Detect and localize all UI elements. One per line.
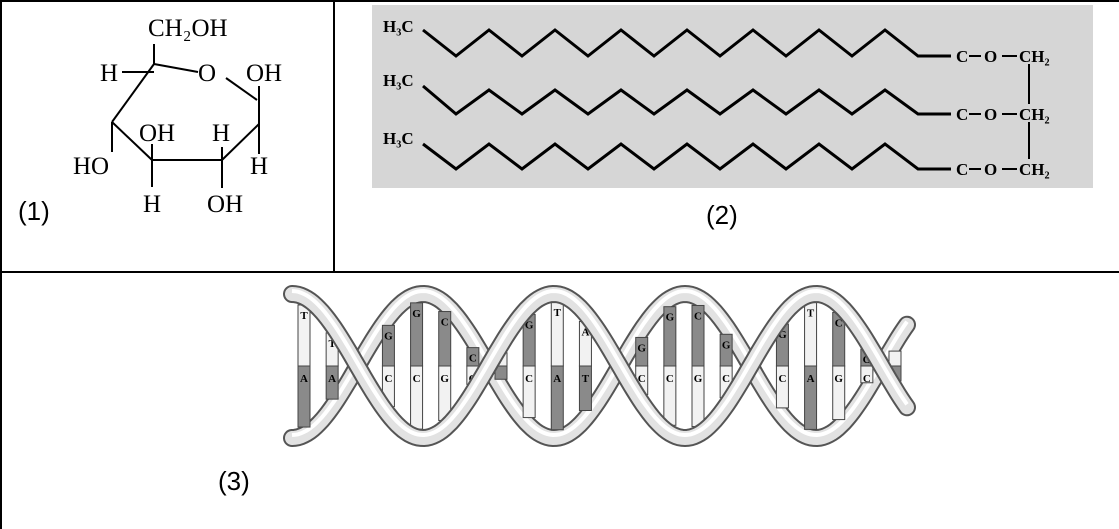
base-bottom-18	[775, 365, 789, 409]
base-label-bottom-2: A	[328, 373, 336, 385]
base-label-top-4: G	[384, 330, 393, 342]
base-bottom-21	[860, 365, 874, 384]
base-label-bottom-4: C	[384, 373, 392, 385]
dna-strand-back-highlight	[291, 288, 909, 438]
base-label-bottom-6: G	[440, 373, 449, 385]
base-label-top-1: T	[300, 310, 308, 322]
base-label-bottom-15: G	[694, 373, 703, 385]
base-label-top-7: C	[469, 353, 477, 365]
panel-triglyceride: H₃C C O CH₂ H₃C C O CH₂ H₃C C O CH₂ (2)	[335, 2, 1119, 271]
atom-oh-mid: OH	[139, 120, 175, 147]
base-label-bottom-20: G	[834, 373, 843, 385]
atom-ring-o: O	[198, 60, 216, 87]
base-label-top-16: G	[722, 339, 731, 351]
base-bottom-19	[804, 365, 818, 430]
triglyceride-background	[372, 5, 1093, 188]
panel-glucose: CH₂OH H O OH OH H HO H H OH (1)	[2, 2, 333, 271]
fatty-acid-chain-2	[422, 84, 951, 116]
atom-h-mid: H	[212, 120, 230, 147]
base-label-top-19: T	[807, 308, 815, 320]
base-bottom-20	[832, 365, 846, 421]
base-label-bottom-5: C	[413, 373, 421, 385]
chain2-start: H₃C	[383, 71, 414, 90]
fatty-acid-chain-1	[422, 28, 951, 58]
table-border-top	[0, 0, 1119, 2]
chain1-start: H₃C	[383, 17, 414, 36]
atom-h-bottom: H	[143, 191, 161, 218]
base-label-top-15: C	[694, 310, 702, 322]
base-label-top-13: G	[637, 342, 646, 354]
atom-oh-top-right: OH	[246, 60, 282, 87]
chain2-ester-o: O	[984, 105, 997, 124]
base-label-top-2: T	[328, 338, 336, 350]
atom-h-top-left: H	[100, 60, 118, 87]
table-column-divider	[333, 0, 335, 272]
base-bottom-2	[325, 365, 339, 400]
atom-ch2oh: CH₂OH	[148, 15, 228, 42]
base-bottom-1	[297, 365, 311, 428]
base-label-bottom-13: C	[638, 373, 646, 385]
base-label-top-9: G	[525, 319, 534, 331]
base-label-bottom-19: A	[807, 373, 815, 385]
fatty-acid-chain-3	[422, 142, 951, 171]
base-label-bottom-1: A	[300, 373, 308, 385]
base-bottom-9	[522, 365, 536, 419]
chain3-ester-c: C	[956, 160, 968, 179]
base-label-top-20: C	[835, 317, 843, 329]
base-label-bottom-18: C	[778, 373, 786, 385]
triglyceride-structure: H₃C C O CH₂ H₃C C O CH₂ H₃C C O CH₂	[383, 17, 1050, 179]
base-top-22	[888, 350, 902, 367]
base-label-top-5: G	[412, 308, 421, 320]
panel-label-1: (1)	[18, 196, 50, 226]
base-label-bottom-21: C	[863, 373, 871, 385]
base-label-bottom-9: C	[525, 373, 533, 385]
chain3-ester-o: O	[984, 160, 997, 179]
base-label-bottom-14: C	[666, 373, 674, 385]
atom-h-right: H	[250, 153, 268, 180]
atom-ho-left: HO	[73, 153, 109, 180]
chain2-end: CH₂	[1019, 105, 1050, 124]
chain2-ester-c: C	[956, 105, 968, 124]
base-bottom-10	[550, 365, 564, 431]
table-border-left	[0, 0, 2, 529]
base-label-top-6: C	[441, 317, 449, 329]
chain1-end: CH₂	[1019, 47, 1050, 66]
base-label-bottom-16: C	[722, 373, 730, 385]
base-label-bottom-10: A	[553, 373, 561, 385]
glucose-structure: CH₂OH H O OH OH H HO H H OH	[73, 15, 282, 218]
base-label-top-10: T	[554, 307, 562, 319]
panel-label-2: (2)	[706, 200, 738, 230]
base-label-top-14: G	[666, 312, 675, 324]
dna-strand-front-highlight	[291, 288, 909, 438]
table-row-divider	[0, 271, 1119, 273]
panel-label-3: (3)	[218, 466, 250, 496]
chain1-ester-o: O	[984, 47, 997, 66]
base-label-top-11: A	[581, 327, 589, 339]
chain3-end: CH₂	[1019, 160, 1050, 179]
base-label-top-18: G	[778, 329, 787, 341]
chain1-ester-c: C	[956, 47, 968, 66]
atom-oh-bottom: OH	[207, 191, 243, 218]
base-label-bottom-11: T	[582, 373, 590, 385]
base-label-top-21: G	[863, 354, 872, 366]
base-bottom-11	[578, 365, 592, 411]
chain3-start: H₃C	[383, 129, 414, 148]
